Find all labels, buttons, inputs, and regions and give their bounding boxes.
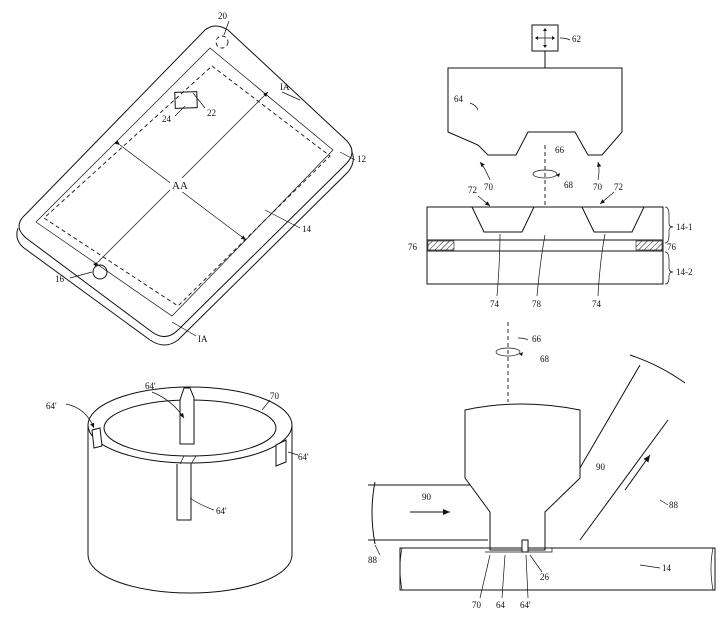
left-pipe [368, 481, 488, 545]
label-76-right: 76 [667, 242, 677, 252]
nozzle-tool [464, 403, 581, 551]
press-figure: 62 64 66 68 70 70 72 72 14-1 76 76 14-2 … [408, 24, 693, 309]
sensor-icon [215, 35, 229, 49]
cylinder-figure: 64' 70 64' 64' 64' [46, 381, 309, 594]
slot-left [91, 427, 103, 449]
label-14: 14 [302, 224, 312, 234]
label-72-left: 72 [468, 185, 477, 195]
label-88-right: 88 [669, 500, 679, 510]
label-14-b: 14 [662, 563, 672, 573]
label-ia-bottom: IA [198, 334, 208, 344]
label-64p-front: 64' [216, 506, 227, 516]
slot-right [275, 439, 287, 467]
label-64p-right: 64' [298, 452, 309, 462]
nozzle-figure: 66 68 90 90 88 88 14 70 64 64' 26 [368, 322, 716, 610]
move-arrows-icon [535, 28, 555, 48]
label-ia-top: IA [280, 82, 290, 92]
slot-front [176, 464, 192, 521]
flow-arrow-right [624, 454, 651, 491]
label-70-left: 70 [484, 182, 494, 192]
recesses [471, 206, 645, 233]
label-64p-b: 64' [520, 600, 531, 610]
label-68-b: 68 [540, 354, 550, 364]
label-78: 78 [532, 299, 542, 309]
rotation-arrow [532, 169, 558, 179]
adhesive-left [427, 240, 455, 251]
label-90-right: 90 [596, 462, 606, 472]
aa-arrow-2 [93, 91, 269, 267]
adhesive-right [635, 240, 663, 251]
label-64p-top: 64' [145, 381, 156, 391]
label-14-1: 14-1 [676, 222, 693, 232]
label-66-b: 66 [532, 334, 542, 344]
label-64: 64 [454, 94, 464, 104]
label-90-left: 90 [422, 492, 432, 502]
label-62: 62 [572, 34, 581, 44]
label-12: 12 [357, 154, 366, 164]
adhesive-layer [426, 239, 664, 252]
label-70-b: 70 [472, 600, 482, 610]
tablet-side [16, 151, 354, 346]
label-66: 66 [555, 145, 565, 155]
label-72-right: 72 [614, 182, 623, 192]
label-64-b: 64 [496, 600, 506, 610]
label-22: 22 [207, 108, 216, 118]
label-74-right: 74 [592, 299, 602, 309]
label-16: 16 [55, 274, 65, 284]
label-70-rim: 70 [270, 391, 280, 401]
rotation-arrow-2 [495, 347, 521, 357]
label-70-right: 70 [593, 182, 603, 192]
label-88-left: 88 [368, 555, 378, 565]
label-26: 26 [540, 572, 550, 582]
layer-14-2 [426, 250, 664, 285]
label-68: 68 [564, 180, 574, 190]
tip-slot [521, 539, 529, 553]
label-20: 20 [218, 11, 228, 21]
slot-top [179, 387, 195, 445]
label-24: 24 [162, 114, 172, 124]
press-head [447, 67, 623, 156]
tablet-figure: 20 IA 22 24 AA 12 14 16 IA [16, 11, 366, 346]
label-76-left: 76 [408, 242, 418, 252]
label-64p-left: 64' [46, 401, 57, 411]
label-74-left: 74 [490, 299, 500, 309]
label-aa: AA [172, 180, 188, 192]
label-14-2: 14-2 [676, 267, 693, 277]
